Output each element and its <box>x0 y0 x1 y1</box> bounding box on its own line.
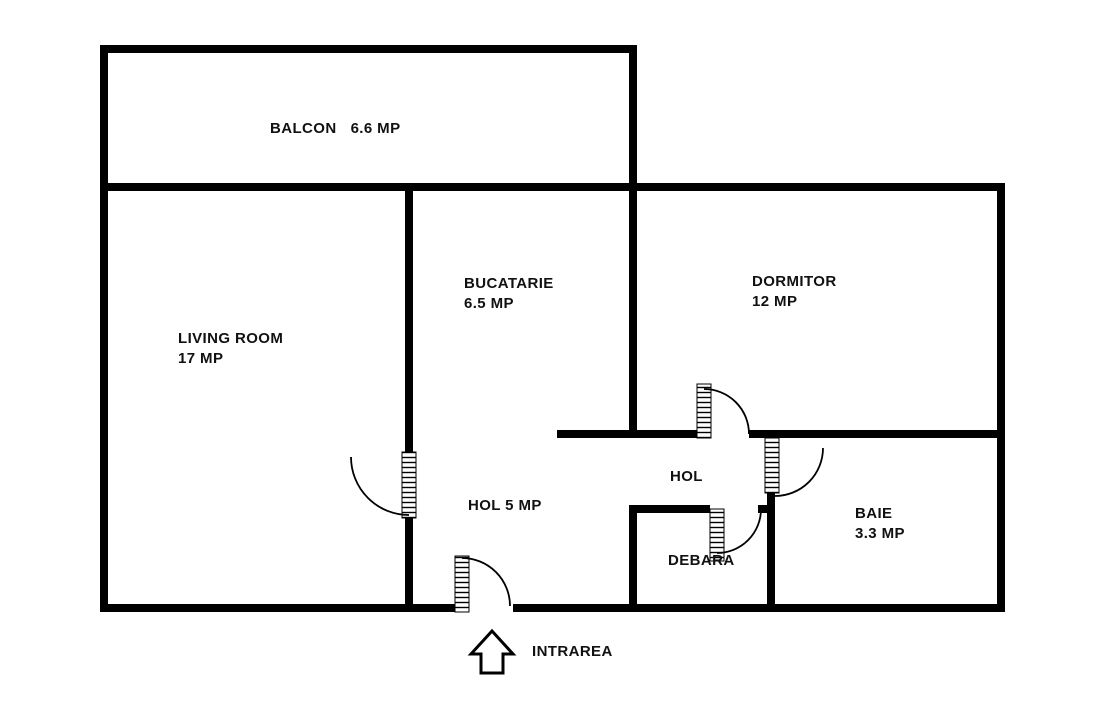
dormitor-label: DORMITOR 12 MP <box>752 272 837 312</box>
entrance-door-leaf <box>454 555 470 613</box>
hol-mare-label: HOL 5 MP <box>468 496 542 516</box>
debara-text: DEBARA <box>668 552 735 569</box>
dormitor-door-leaf <box>696 383 712 439</box>
debara-door-leaf <box>709 508 725 562</box>
dormitor-area: 12 MP <box>752 293 798 310</box>
wall-corridor-bottom-left <box>629 505 710 513</box>
wall-living-divider-upper <box>405 183 413 452</box>
wall-main-top <box>100 183 1005 191</box>
living-door-arc <box>350 456 410 516</box>
baie-label: BAIE 3.3 MP <box>855 504 905 544</box>
wall-living-divider-lower <box>405 518 413 612</box>
wall-corridor-bottom-right <box>758 505 775 513</box>
living-room-area: 17 MP <box>178 350 224 367</box>
hol-text: HOL <box>670 468 703 485</box>
wall-baie-left <box>767 493 775 612</box>
wall-kitchen-bedroom-divider <box>629 183 637 438</box>
wall-balcon-right <box>629 45 637 191</box>
debara-label: DEBARA <box>668 551 735 571</box>
baie-door-arc <box>774 447 824 497</box>
entrance-arrow-icon <box>467 628 517 675</box>
wall-balcon-top <box>100 45 637 53</box>
wall-bottom-left <box>100 604 455 612</box>
wall-hall-stub <box>557 430 637 438</box>
baie-name: BAIE <box>855 505 893 522</box>
dormitor-name: DORMITOR <box>752 273 837 290</box>
wall-outer-right <box>997 183 1005 612</box>
bucatarie-area: 6.5 MP <box>464 295 514 312</box>
living-room-label: LIVING ROOM 17 MP <box>178 329 283 369</box>
living-room-name: LIVING ROOM <box>178 330 284 347</box>
balcon-name: BALCON <box>270 120 337 137</box>
entrance-door-arc <box>461 557 511 607</box>
baie-door-leaf <box>764 437 780 494</box>
wall-outer-left <box>100 45 108 612</box>
balcon-label: BALCON 6.6 MP <box>270 119 400 139</box>
bucatarie-name: BUCATARIE <box>464 275 554 292</box>
wall-bottom-right <box>513 604 1005 612</box>
entrance-label: INTRAREA <box>532 642 613 662</box>
wall-debara-left <box>629 505 637 612</box>
balcon-area: 6.6 MP <box>350 120 401 137</box>
baie-area: 3.3 MP <box>855 525 905 542</box>
living-door-leaf <box>401 451 417 519</box>
debara-door-arc <box>716 508 762 554</box>
dormitor-door-arc <box>703 388 750 435</box>
wall-corridor-top-right <box>749 430 1005 438</box>
bucatarie-label: BUCATARIE 6.5 MP <box>464 274 554 314</box>
hol-label: HOL <box>670 467 703 487</box>
hol-mare-text: HOL 5 MP <box>468 497 542 514</box>
entrance-text: INTRAREA <box>532 643 613 660</box>
wall-corridor-top-left <box>637 430 697 438</box>
